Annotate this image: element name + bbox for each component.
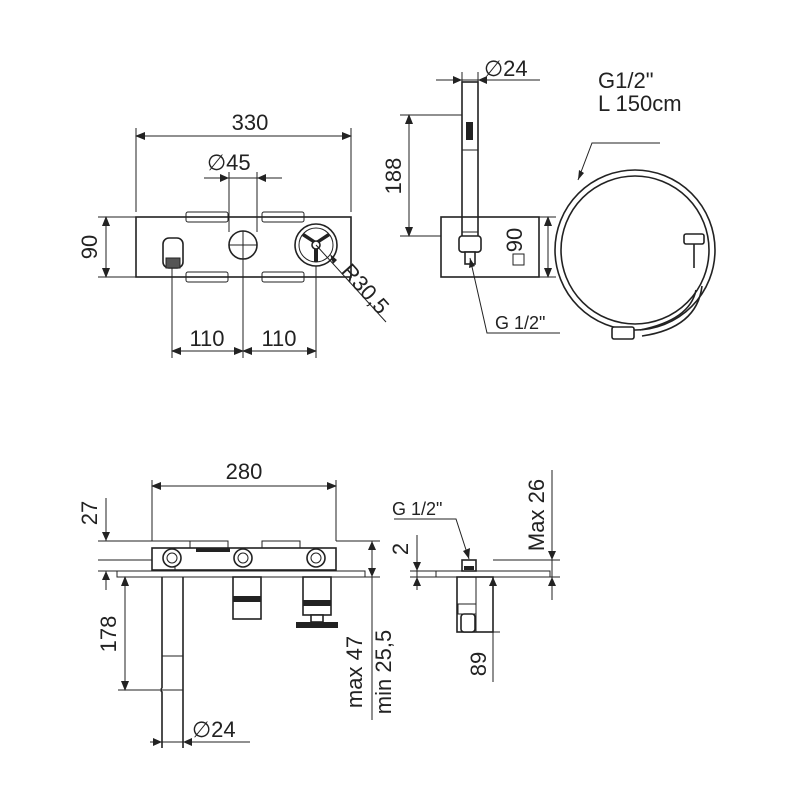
front-view: 330 ∅45 90 110 110 R30,5 (77, 110, 394, 358)
hose-length-label: L 150cm (598, 91, 682, 116)
dim-top-offset: 27 (77, 501, 102, 525)
hose-coil-inner (560, 175, 710, 325)
section-cartridge-right (302, 576, 332, 616)
hose-fitting-bottom (611, 326, 635, 340)
dim-height: 90 (77, 235, 102, 259)
side-section-thread-label: G 1/2" (392, 499, 442, 519)
section-plate (116, 570, 366, 578)
dim-spout-depth: 178 (96, 616, 121, 653)
hose-thread-label: G1/2" (598, 68, 654, 93)
dim-dial-diameter: ∅45 (207, 150, 251, 175)
side-handshower-holder (458, 235, 482, 253)
dim-max-depth: max 47 (342, 636, 367, 708)
dim-body-width: 280 (226, 459, 263, 484)
dim-spout-diameter: ∅24 (192, 717, 236, 742)
hose-coil-outer (554, 169, 716, 331)
dim-knob-radius: R30,5 (336, 259, 394, 319)
side-section: G 1/2" 2 Max 26 89 (388, 470, 560, 682)
front-spout-tip (165, 257, 181, 269)
section-knob-teeth (296, 622, 338, 628)
side-thread-label: G 1/2" (495, 313, 545, 333)
dim-plate-height: 90 (502, 228, 527, 252)
dim-plate-gap: 2 (388, 543, 413, 555)
side-view: ∅24 188 90 G 1/2" (381, 56, 560, 334)
side-section-plate (435, 570, 551, 578)
front-recess-left-bottom (185, 271, 229, 283)
side-indicator-square (512, 253, 525, 266)
dim-handshower-height: 188 (381, 158, 406, 195)
hose-view: G1/2" L 150cm (554, 68, 716, 340)
hose-fitting-top (683, 233, 705, 245)
section-body (151, 547, 337, 571)
front-recess-right-bottom (261, 271, 305, 283)
dim-overall-width: 330 (232, 110, 269, 135)
dim-left-spacing: 110 (189, 326, 224, 351)
dim-side-max-depth: Max 26 (524, 479, 549, 551)
section-spout (160, 577, 184, 748)
dim-holder-depth: 89 (466, 652, 491, 676)
front-recess-right (261, 211, 305, 223)
side-plate (440, 216, 540, 278)
front-recess-left (185, 211, 229, 223)
body-section: 280 27 178 max 47 min 25,5 ∅24 (77, 459, 396, 748)
dim-handshower-diameter: ∅24 (484, 56, 528, 81)
dim-right-spacing: 110 (261, 326, 296, 351)
side-handshower (461, 81, 479, 253)
dim-min-depth: min 25,5 (371, 630, 396, 714)
